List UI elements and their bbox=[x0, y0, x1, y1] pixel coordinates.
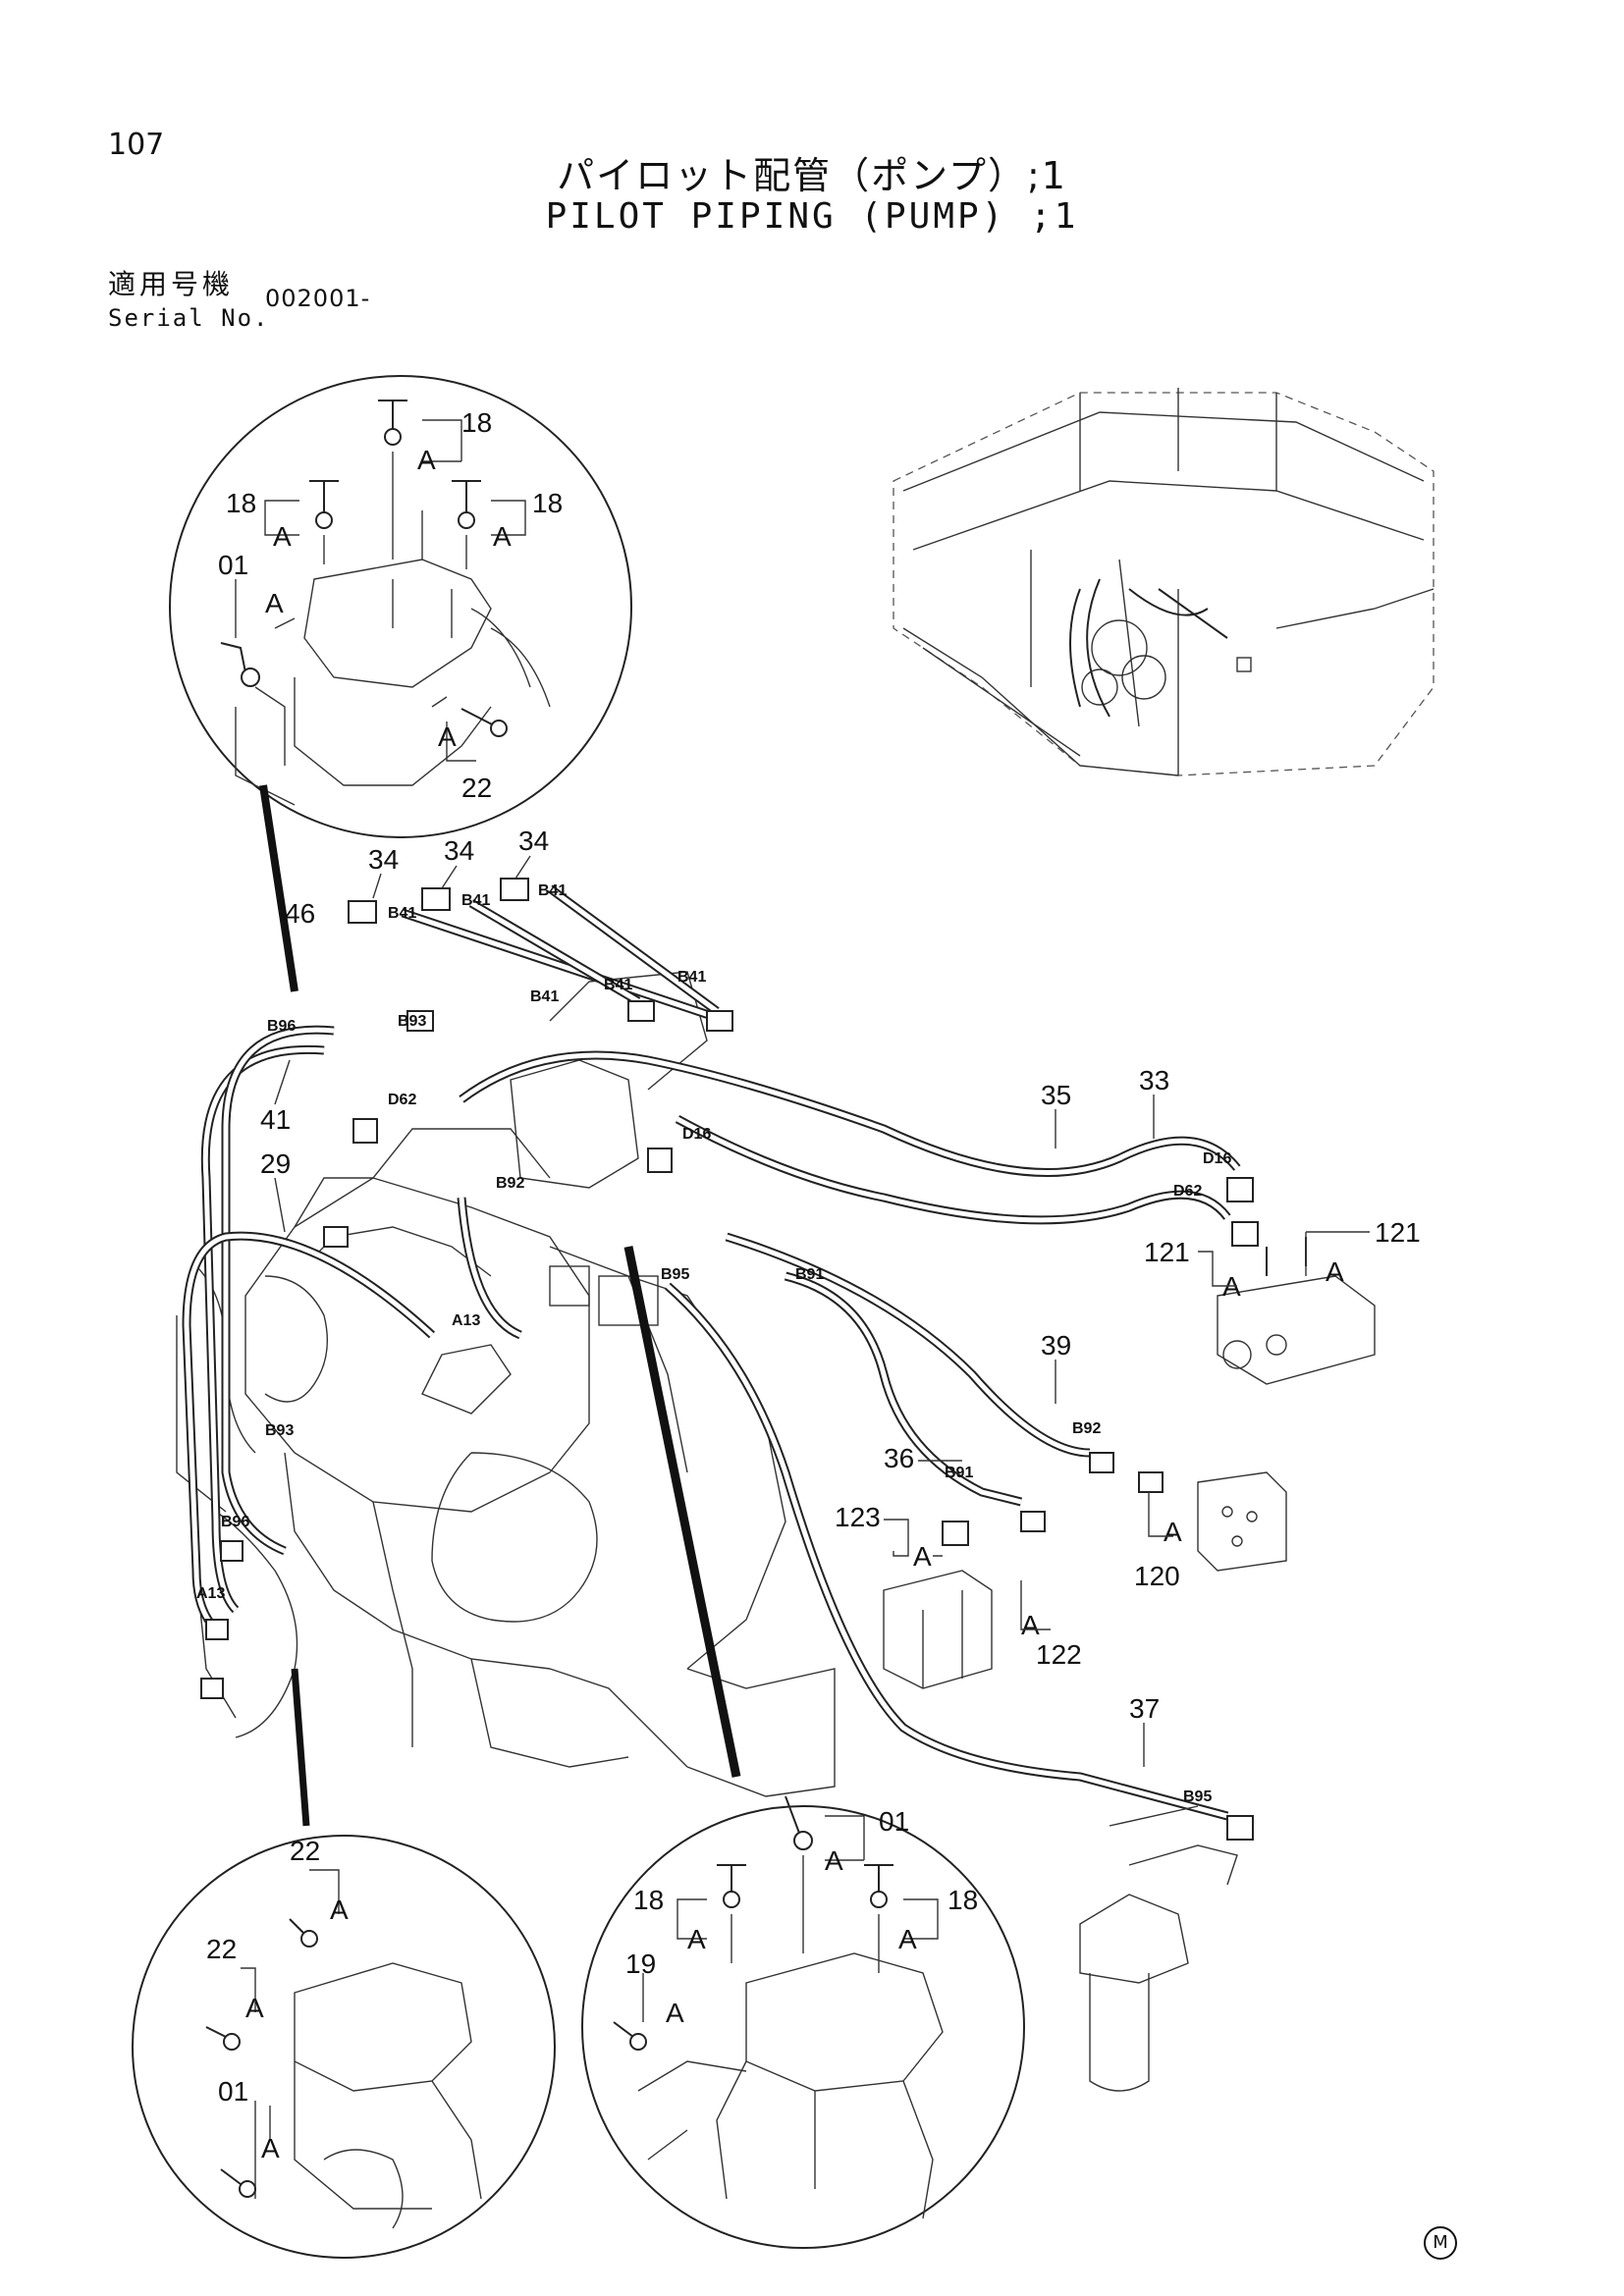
callout-34-a: 34 bbox=[368, 844, 399, 875]
callout-39: 39 bbox=[1041, 1330, 1071, 1361]
callout-a-122: A bbox=[1021, 1610, 1040, 1640]
callout-01-top-left: 01 bbox=[218, 550, 248, 580]
right-valve-block bbox=[1217, 1237, 1376, 1385]
hose-code-b93-left: B93 bbox=[265, 1422, 294, 1439]
detail-leader-top bbox=[259, 784, 298, 992]
hose-code-b91-low: B91 bbox=[945, 1465, 973, 1481]
hose-code-b41-1: B41 bbox=[388, 905, 416, 922]
callout-a-bottom-right-4: A bbox=[666, 1998, 684, 2028]
hose-code-b96-top: B96 bbox=[267, 1018, 296, 1035]
detail-circle-bottom-left bbox=[132, 1835, 556, 2259]
callout-a-bottom-left-2: A bbox=[245, 1993, 264, 2023]
callout-a-bottom-right-1: A bbox=[825, 1845, 843, 1876]
callout-a-22: A bbox=[438, 721, 457, 752]
hose-lines bbox=[182, 884, 1241, 1821]
hose-code-d16-mid: D16 bbox=[682, 1126, 711, 1143]
callout-122: 122 bbox=[1036, 1639, 1082, 1670]
callout-18-right: 18 bbox=[532, 488, 563, 518]
callout-34-c: 34 bbox=[518, 826, 549, 856]
callout-123: 123 bbox=[835, 1502, 881, 1532]
hose-code-b41-5: B41 bbox=[604, 977, 632, 993]
callout-01-bottom-left: 01 bbox=[218, 2076, 248, 2107]
serial-label-english: Serial No. bbox=[108, 304, 270, 332]
page-title-english: PILOT PIPING (PUMP) ;1 bbox=[545, 196, 1079, 237]
page-number: 107 bbox=[108, 128, 165, 162]
callout-121-left: 121 bbox=[1144, 1237, 1190, 1267]
hose-code-b41-3: B41 bbox=[538, 882, 567, 899]
hose-code-b95-low: B95 bbox=[1183, 1789, 1212, 1805]
callout-22-bottom-left-2: 22 bbox=[206, 1934, 237, 1964]
callout-a-bottom-left-1: A bbox=[330, 1895, 349, 1925]
hose-code-b91-mid: B91 bbox=[795, 1266, 824, 1283]
serial-label-japanese: 適用号機 bbox=[108, 268, 235, 300]
callout-a-120: A bbox=[1164, 1517, 1182, 1547]
callout-a-bottom-right-2: A bbox=[687, 1924, 706, 1954]
detail-circle-top-left bbox=[169, 375, 632, 838]
callout-18-left: 18 bbox=[226, 488, 256, 518]
detail-leader-bottom-left bbox=[291, 1668, 310, 1827]
callout-46: 46 bbox=[285, 898, 315, 929]
detail-leader-bottom-right bbox=[623, 1246, 741, 1778]
block-120 bbox=[1197, 1471, 1287, 1572]
callout-a-01: A bbox=[265, 588, 284, 618]
hose-code-b93-top: B93 bbox=[398, 1013, 426, 1030]
callout-22-top-left: 22 bbox=[461, 773, 492, 803]
callout-a-left: A bbox=[273, 521, 292, 552]
fittings bbox=[200, 878, 1259, 1841]
hose-code-a13-left: A13 bbox=[196, 1585, 225, 1602]
callout-18-bottom-right-left: 18 bbox=[633, 1885, 664, 1915]
callout-a-top: A bbox=[417, 445, 436, 475]
callout-29: 29 bbox=[260, 1148, 291, 1179]
callout-19-bottom-right: 19 bbox=[625, 1949, 656, 1979]
callout-a-bottom-left-3: A bbox=[261, 2133, 280, 2163]
hose-code-d16-right: D16 bbox=[1203, 1150, 1231, 1167]
hose-code-d62-top: D62 bbox=[388, 1092, 416, 1108]
callout-a-121-right: A bbox=[1326, 1256, 1344, 1287]
hose-code-b96-left: B96 bbox=[221, 1514, 249, 1530]
callout-33: 33 bbox=[1139, 1065, 1169, 1095]
hose-code-b41-6: B41 bbox=[677, 969, 706, 986]
callout-35: 35 bbox=[1041, 1080, 1071, 1110]
hose-code-b41-2: B41 bbox=[461, 892, 490, 909]
callout-18-top: 18 bbox=[461, 407, 492, 438]
callout-22-bottom-left-1: 22 bbox=[290, 1836, 320, 1866]
callout-37: 37 bbox=[1129, 1693, 1160, 1724]
callout-34-b: 34 bbox=[444, 835, 474, 866]
callout-a-right: A bbox=[493, 521, 512, 552]
hose-code-b92-mid: B92 bbox=[496, 1175, 524, 1192]
hose-code-b41-4: B41 bbox=[530, 988, 559, 1005]
hose-code-b92-right: B92 bbox=[1072, 1420, 1101, 1437]
serial-number-value: 002001- bbox=[265, 285, 371, 312]
main-pump-assembly bbox=[176, 971, 836, 1797]
callout-36: 36 bbox=[884, 1443, 914, 1473]
hose-code-d62-right: D62 bbox=[1173, 1183, 1202, 1200]
block-123 bbox=[883, 1521, 993, 1689]
hose-code-b95-mid: B95 bbox=[661, 1266, 689, 1283]
callout-a-123: A bbox=[913, 1541, 932, 1572]
callout-18-bottom-right-right: 18 bbox=[947, 1885, 978, 1915]
filter-assembly bbox=[1079, 1805, 1238, 2092]
callout-a-bottom-right-3: A bbox=[898, 1924, 917, 1954]
callout-41: 41 bbox=[260, 1104, 291, 1135]
callout-121-right: 121 bbox=[1375, 1217, 1421, 1248]
callout-120: 120 bbox=[1134, 1561, 1180, 1591]
detail-circle-bottom-right bbox=[581, 1795, 1025, 2249]
machine-overview-sketch bbox=[893, 388, 1435, 776]
callout-01-bottom-right: 01 bbox=[879, 1806, 909, 1837]
manufacturer-mark: M bbox=[1424, 2226, 1457, 2260]
hose-code-a13-mid: A13 bbox=[452, 1312, 480, 1329]
page-title-japanese: パイロット配管（ポンプ）;1 bbox=[557, 154, 1067, 197]
